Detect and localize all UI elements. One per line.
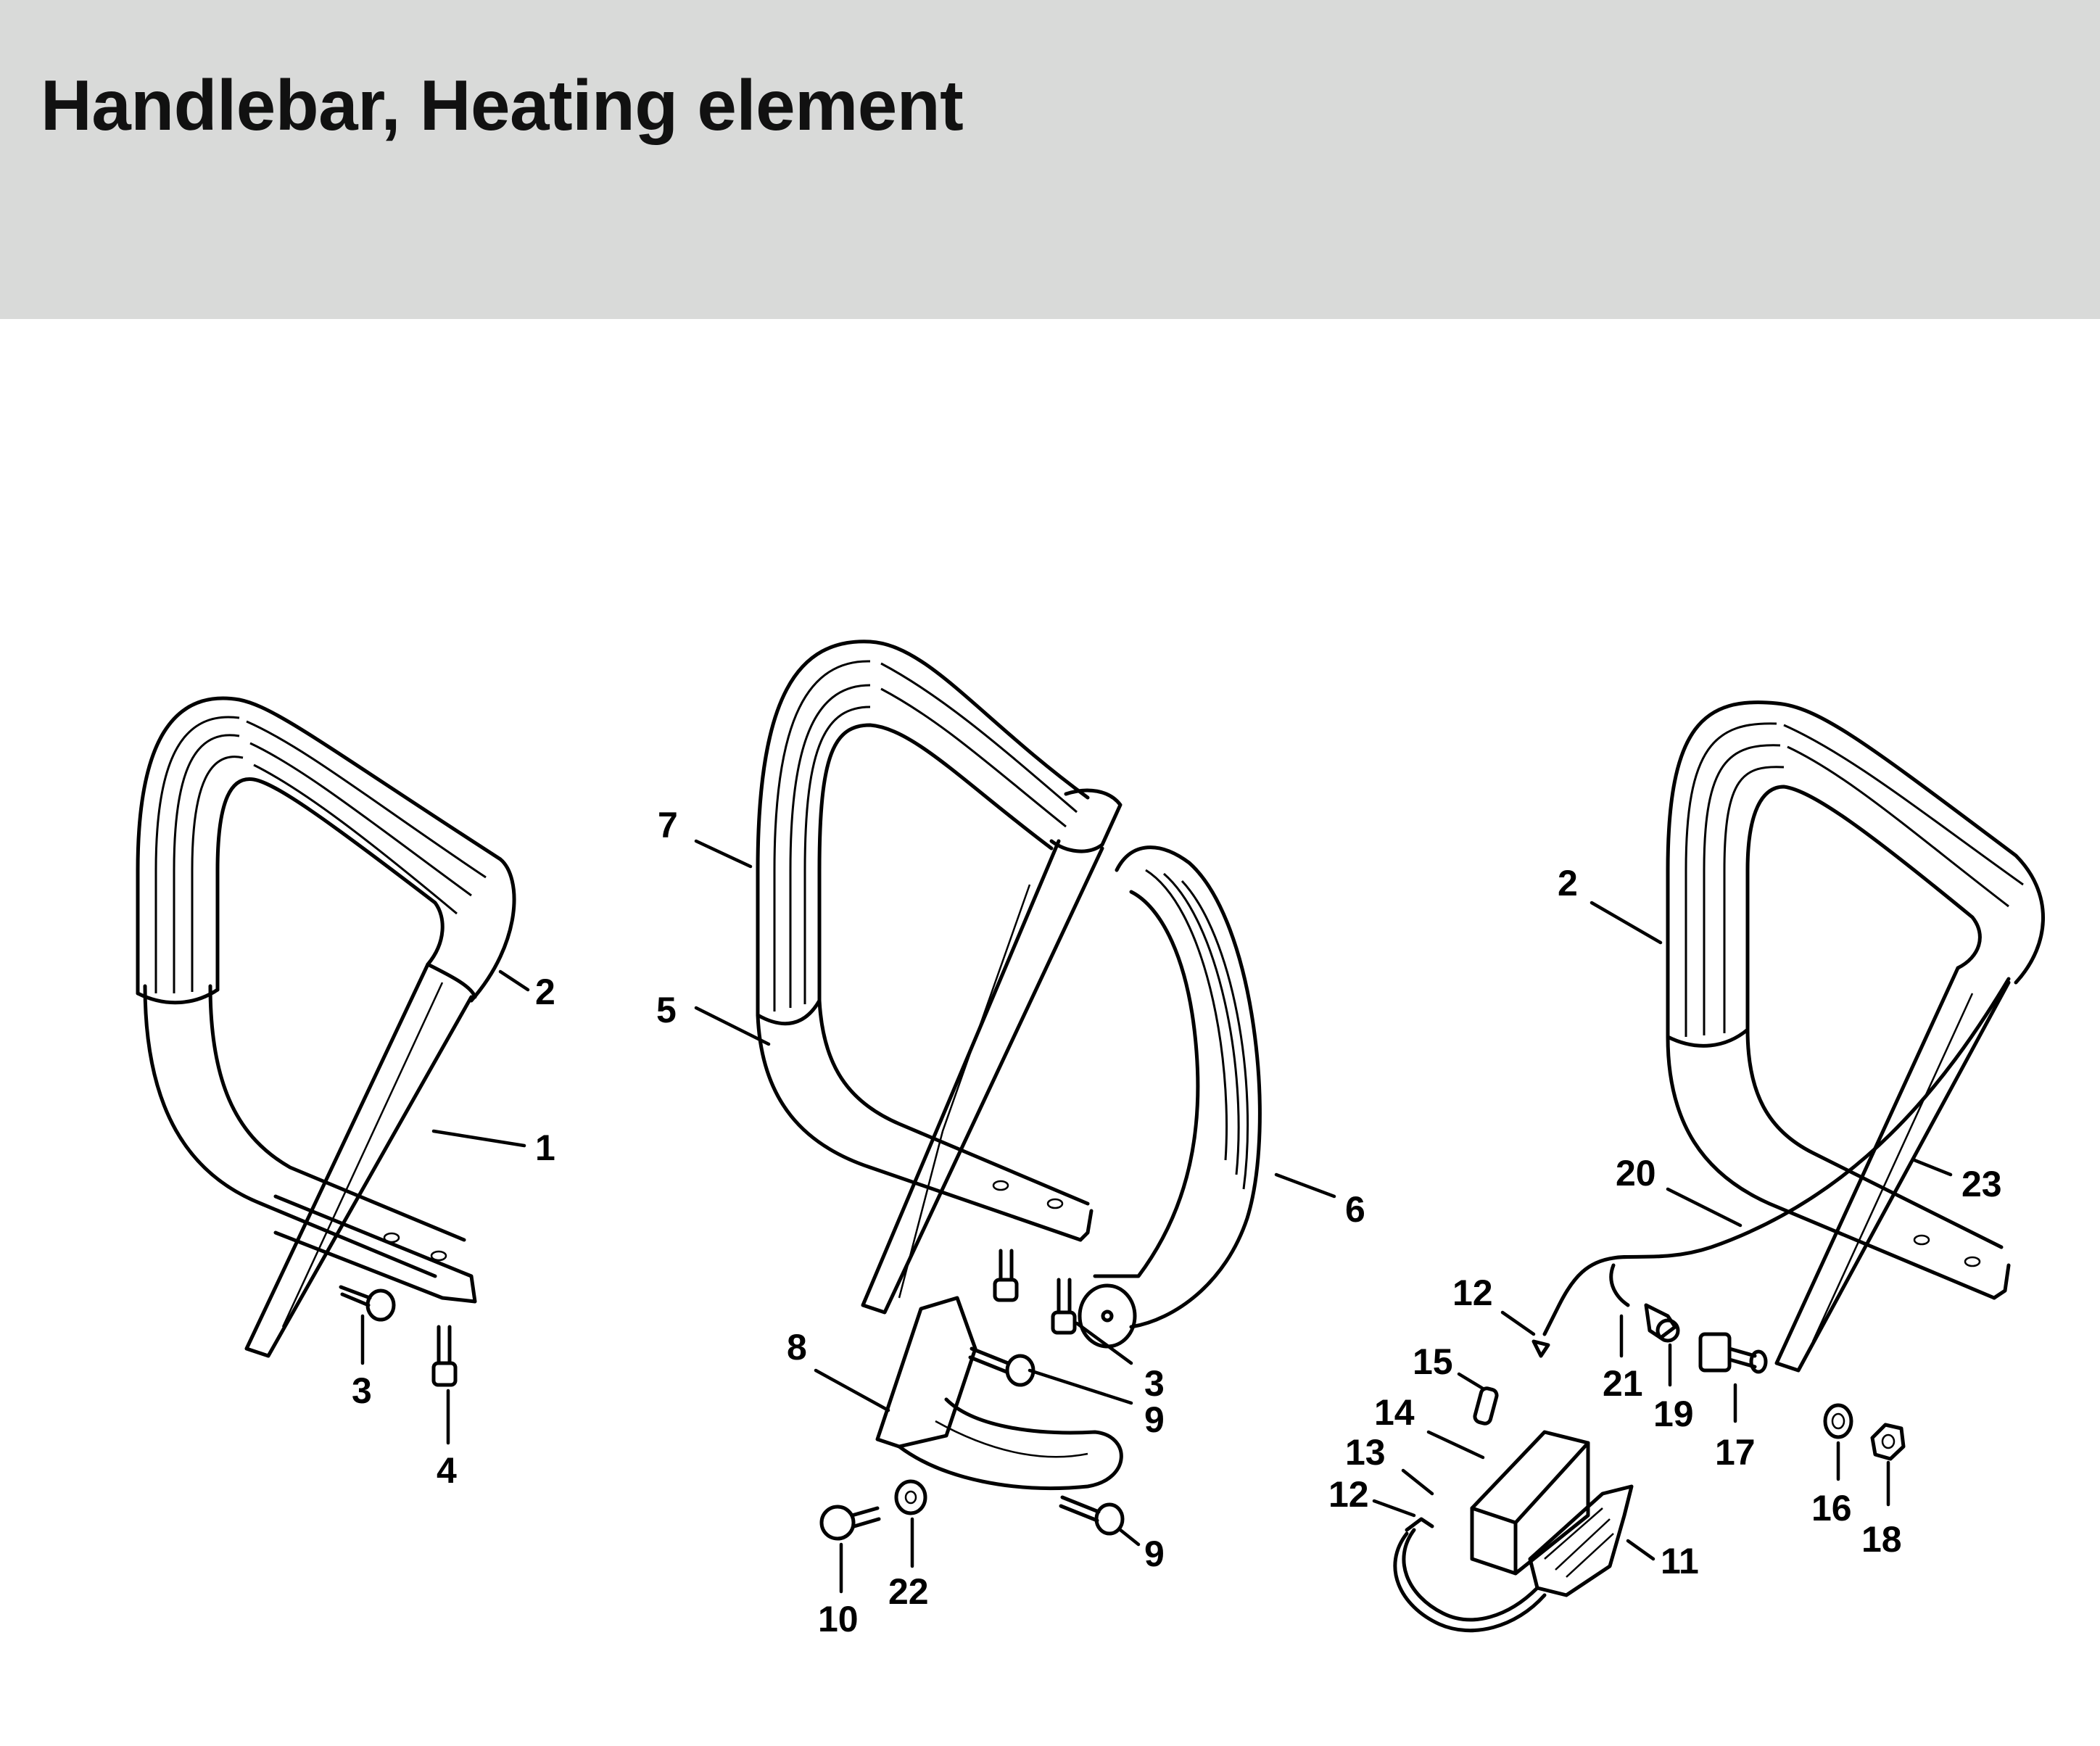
callout-7: 7 — [658, 805, 678, 845]
callout-10: 10 — [818, 1599, 859, 1639]
callout-2-left: 2 — [535, 972, 555, 1012]
callout-15: 15 — [1413, 1341, 1453, 1382]
callout-6: 6 — [1345, 1189, 1365, 1230]
screw-part-9-upper — [968, 1346, 1035, 1387]
bracket-part-8 — [875, 1296, 1123, 1491]
header-band: Handlebar, Heating element — [0, 0, 2100, 319]
pin-part-15 — [1473, 1386, 1499, 1426]
callout-3-left: 3 — [352, 1370, 372, 1411]
callout-labels: 1 2 3 4 7 5 6 8 3 9 9 10 22 2 20 23 12 2… — [352, 805, 2002, 1639]
callout-4: 4 — [437, 1450, 457, 1491]
callout-17: 17 — [1715, 1432, 1756, 1473]
switch-part-17 — [1698, 1332, 1768, 1374]
screw-part-10 — [819, 1505, 881, 1541]
callout-9-lower: 9 — [1144, 1534, 1165, 1574]
screw-part-9-lower — [1059, 1495, 1125, 1536]
callout-23: 23 — [1961, 1164, 2002, 1204]
callout-8: 8 — [787, 1327, 807, 1368]
callout-5: 5 — [656, 990, 677, 1030]
callout-13: 13 — [1345, 1432, 1386, 1473]
screw-part-4 — [431, 1325, 458, 1387]
screw-part-3-left — [339, 1285, 396, 1322]
callout-19: 19 — [1653, 1394, 1694, 1434]
block-part-14 — [1470, 1430, 1590, 1576]
callout-2-right: 2 — [1558, 863, 1578, 903]
screw-part-3-middle — [993, 1249, 1077, 1335]
washer-part-16 — [1823, 1403, 1853, 1439]
heated-handlebar-right-assembly — [1393, 700, 2045, 1633]
callout-3-middle: 3 — [1144, 1363, 1165, 1404]
callout-11: 11 — [1661, 1541, 1699, 1581]
nut-part-18 — [1870, 1423, 1906, 1461]
washer-part-22 — [894, 1479, 927, 1515]
leader-lines — [360, 839, 1953, 1594]
cap-part-19 — [1644, 1303, 1680, 1343]
page-title: Handlebar, Heating element — [41, 65, 964, 145]
heating-element-part-11 — [1393, 1484, 1634, 1633]
callout-21: 21 — [1603, 1363, 1643, 1404]
callout-9-upper: 9 — [1144, 1399, 1165, 1440]
callout-1: 1 — [535, 1128, 555, 1168]
callout-22: 22 — [888, 1571, 929, 1612]
handlebar-middle-assembly — [756, 640, 1262, 1541]
callout-16: 16 — [1811, 1488, 1852, 1528]
callout-18: 18 — [1861, 1519, 1902, 1560]
callout-20: 20 — [1616, 1153, 1656, 1193]
callout-14: 14 — [1374, 1392, 1415, 1433]
handlebar-left-assembly — [136, 696, 516, 1387]
callout-12-upper: 12 — [1452, 1273, 1493, 1313]
callout-12-lower: 12 — [1328, 1474, 1369, 1515]
